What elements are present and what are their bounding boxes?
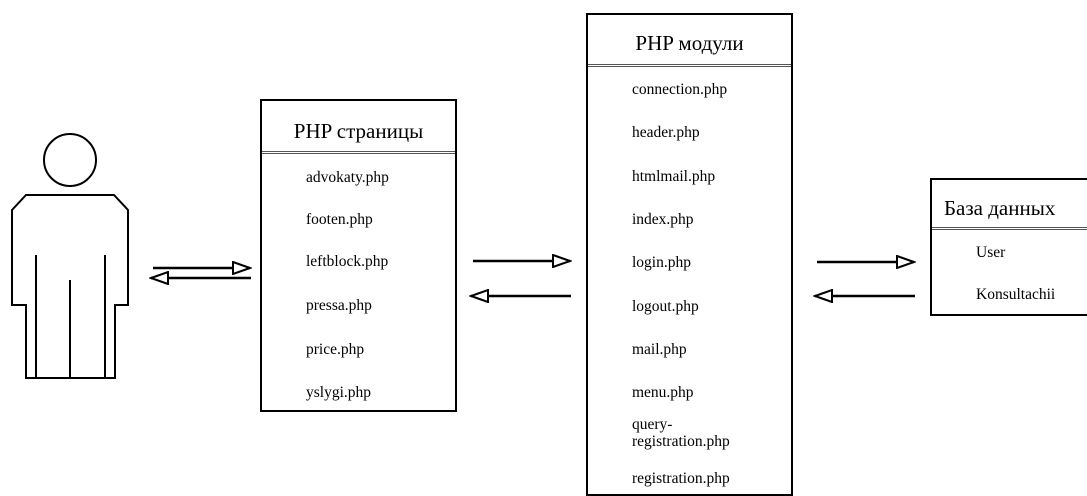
database-title: База данных [944,196,1056,220]
database-divider [932,227,1087,230]
php-page-item: advokaty.php [306,169,389,186]
php-page-item: pressa.php [306,297,372,314]
user-actor-icon [11,133,129,379]
php-pages-divider [262,151,455,154]
php-module-item: htmlmail.php [632,168,716,185]
php-pages-title: PHP страницы [293,119,424,143]
php-modules-divider [588,64,791,67]
database-table-item: User [976,244,1006,261]
php-module-item: menu.php [632,384,694,401]
php-page-item: footen.php [306,211,373,228]
php-pages-box: PHP страницы advokaty.php footen.php lef… [260,99,457,412]
php-modules-title: PHP модули [635,31,744,55]
php-modules-box: PHP модули connection.php header.php htm… [586,13,793,496]
php-page-item: leftblock.php [306,253,389,270]
php-module-item: login.php [632,254,691,271]
php-module-item: connection.php [632,81,728,98]
database-box: База данных User Konsultachii [930,178,1087,316]
php-module-item: query-registration.php [632,416,730,451]
php-module-item: header.php [632,124,700,141]
database-table-item: Konsultachii [976,286,1056,303]
php-module-item: mail.php [632,341,687,358]
php-module-item: index.php [632,211,694,228]
php-module-item: registration.php [632,470,730,487]
php-page-item: price.php [306,341,365,358]
php-module-item: logout.php [632,298,699,315]
php-page-item: yslygi.php [306,384,372,401]
